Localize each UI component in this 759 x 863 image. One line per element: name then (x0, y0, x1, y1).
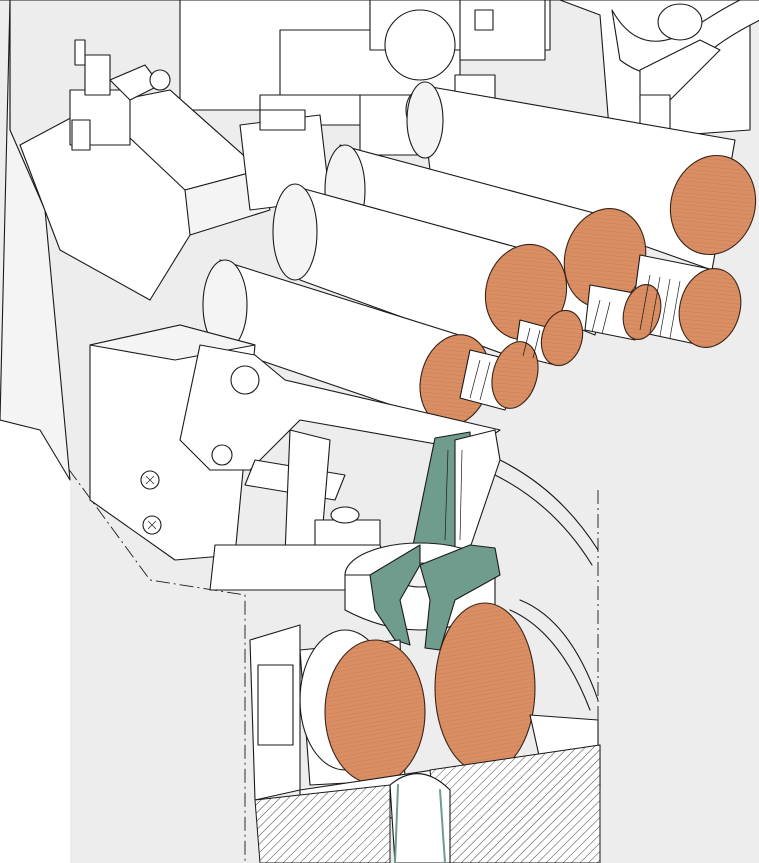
feed-roller-1 (406, 81, 757, 271)
valve-body (239, 74, 496, 211)
gear-ribs (469, 274, 681, 401)
drive-gear-4 (459, 341, 539, 411)
drive-gear-2 (584, 284, 662, 341)
pneumatic-block (19, 39, 271, 301)
guide-rail (494, 459, 599, 711)
output-roller-right (434, 602, 536, 774)
guide-plate-upper (409, 429, 501, 561)
lower-housing (249, 624, 601, 863)
output-roller-left (299, 629, 426, 786)
slider-mechanism (209, 429, 396, 591)
clamp-lever (611, 0, 759, 136)
swing-arm (179, 344, 501, 471)
guide-funnel (369, 544, 501, 651)
feed-roller-3 (272, 183, 568, 361)
cutaway-edge (39, 429, 246, 863)
